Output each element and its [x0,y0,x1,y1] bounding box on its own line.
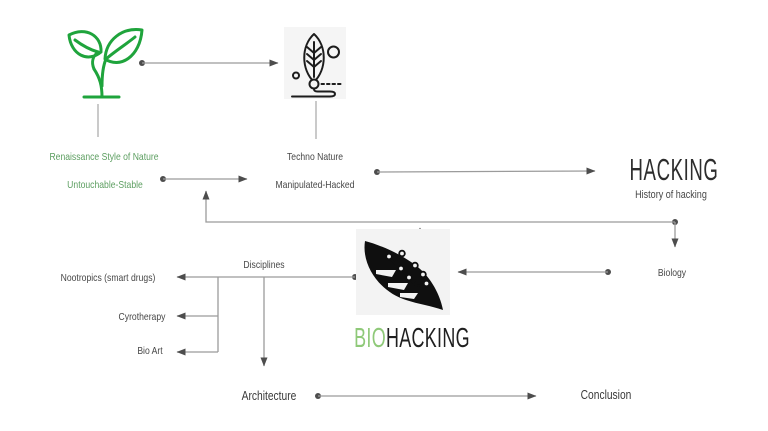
label-history-of-hacking: History of hacking [635,189,707,201]
connector-untouchable-to-manipulated [160,175,248,183]
biohacking-wordmark-bio: BIO [354,322,386,353]
label-cyrotherapy: Cyrotherapy [118,311,166,323]
label-untouchable-stable: Untouchable-Stable [67,179,143,191]
biohacking-wordmark-hacking: HACKING [385,322,470,353]
title-hacking: HACKING [629,152,719,187]
label-renaissance-style-of-nature: Renaissance Style of Nature [49,151,159,163]
label-bio-art: Bio Art [137,345,163,357]
connector-nature-to-techno [139,59,279,67]
label-manipulated-hacked: Manipulated-Hacked [275,179,355,191]
label-nootropics: Nootropics (smart drugs) [60,272,156,284]
label-architecture: Architecture [241,389,297,403]
biohacking-logo-tile [356,229,450,315]
techno-leaf-tile [284,27,346,99]
techno-leaf-icon [291,33,344,98]
biohacking-wordmark: BIOHACKING [354,322,470,354]
label-disciplines: Disciplines [243,259,285,271]
connector-techno-to-hacking [374,167,596,175]
connector-architecture-to-conclusion [315,392,537,400]
label-biology: Biology [657,267,687,279]
connector-junction-to-manipulated-link [202,190,678,225]
connector-disciplines-trunk [176,273,358,356]
label-conclusion: Conclusion [580,388,632,402]
label-techno-nature: Techno Nature [286,151,344,163]
biohacking-leaf-logo [364,241,443,310]
connector-biology-to-logo [457,268,611,276]
sprout-icon [67,28,144,99]
